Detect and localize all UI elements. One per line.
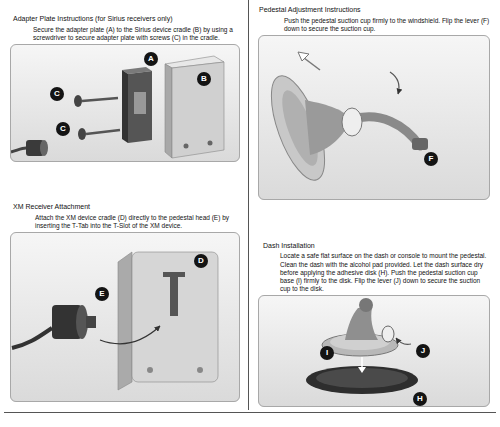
flip-arrow: [396, 338, 411, 344]
instruction-panel: Adapter Plate Instructions (for Sirius r…: [10, 44, 240, 162]
t-slot: [170, 272, 178, 316]
pedestal-neck: [345, 308, 378, 340]
cable: [12, 328, 52, 348]
screw-head: [74, 95, 82, 107]
ball-joint: [359, 298, 373, 312]
panel-text: Dash InstallationLocate a safe flat surf…: [263, 242, 489, 293]
pedestal-head: [12, 305, 160, 348]
panel-heading: Dash Installation: [263, 242, 489, 251]
callout-text: H: [417, 395, 423, 403]
sirius-cradle: [165, 56, 224, 158]
screw-hole: [208, 141, 213, 146]
panel-text: Pedestal Adjustment InstructionsPush the…: [259, 6, 491, 33]
lever: [382, 326, 394, 342]
callout-letter: J: [416, 344, 430, 358]
panel-body: Secure the adapter plate (A) to the Siri…: [33, 26, 239, 42]
t-tab: [86, 316, 96, 328]
screw-shaft: [82, 98, 118, 101]
lever: [342, 108, 362, 136]
head-end: [40, 140, 48, 156]
panel-ground: [258, 295, 490, 407]
pedestal-head: [412, 138, 428, 150]
callout-letter: B: [197, 72, 211, 86]
instruction-panel: XM Receiver AttachmentAttach the XM devi…: [10, 232, 240, 402]
callout-letter: D: [194, 254, 208, 268]
flip-arrow: [390, 72, 399, 94]
callout-text: J: [421, 347, 425, 355]
callout-text: D: [198, 257, 204, 265]
callout-text: B: [201, 75, 207, 83]
instruction-panel: Dash InstallationLocate a safe flat surf…: [258, 295, 490, 407]
panel-text: Adapter Plate Instructions (for Sirius r…: [13, 15, 239, 42]
panel-ground: [258, 35, 490, 200]
plate-front: [128, 71, 152, 143]
push-arrow: [304, 58, 320, 70]
panel-body: Attach the XM device cradle (D) directly…: [35, 214, 239, 230]
callout-letter: H: [413, 392, 427, 406]
screw-hole: [184, 144, 189, 149]
cradle-front: [172, 62, 224, 158]
panel-heading: Adapter Plate Instructions (for Sirius r…: [13, 15, 239, 24]
column-divider: [248, 0, 249, 410]
plate-slot: [134, 92, 146, 114]
xm-cradle: [118, 252, 218, 390]
adapter-plate: [122, 67, 152, 143]
callout-letter: F: [424, 152, 438, 166]
callout-text: A: [148, 55, 154, 63]
disk-inner: [316, 368, 408, 388]
cradle-side: [165, 64, 172, 158]
callout-letter: C: [56, 122, 70, 136]
screw-shaft: [86, 130, 120, 134]
panel-text: XM Receiver AttachmentAttach the XM devi…: [13, 203, 239, 230]
callout-text: C: [60, 125, 66, 133]
push-arrowhead: [298, 52, 309, 61]
press-arrowhead: [358, 367, 366, 373]
motion-arrow: [100, 326, 160, 344]
suction-pedestal: [260, 52, 428, 187]
panel-body: Push the pedestal suction cup firmly to …: [284, 17, 491, 33]
dash-mount: [306, 298, 418, 394]
adhesive-disk: [306, 366, 418, 394]
bottom-rule: [4, 412, 496, 413]
pedestal-head: [11, 140, 48, 156]
hole: [197, 367, 203, 373]
panel-ground: [10, 232, 240, 402]
cable: [11, 148, 26, 152]
instruction-panel: Pedestal Adjustment InstructionsPush the…: [258, 35, 490, 200]
callout-text: E: [99, 290, 104, 298]
screw-head: [78, 128, 86, 140]
panel-body: Locate a safe flat surface on the dash o…: [280, 252, 489, 293]
callout-text: F: [429, 155, 434, 163]
panel-heading: Pedestal Adjustment Instructions: [259, 6, 491, 15]
callout-text: C: [54, 90, 60, 98]
hole: [147, 367, 153, 373]
panel-ground: [10, 44, 240, 162]
callout-letter: E: [95, 287, 109, 301]
cradle-front: [132, 252, 218, 382]
callout-letter: A: [144, 52, 158, 66]
panel-heading: XM Receiver Attachment: [13, 203, 239, 212]
callout-letter: C: [50, 87, 64, 101]
cradle-side: [118, 252, 132, 390]
plate-side: [122, 70, 128, 143]
callout-text: I: [326, 349, 328, 357]
screws: [74, 95, 120, 140]
callout-letter: I: [320, 346, 334, 360]
